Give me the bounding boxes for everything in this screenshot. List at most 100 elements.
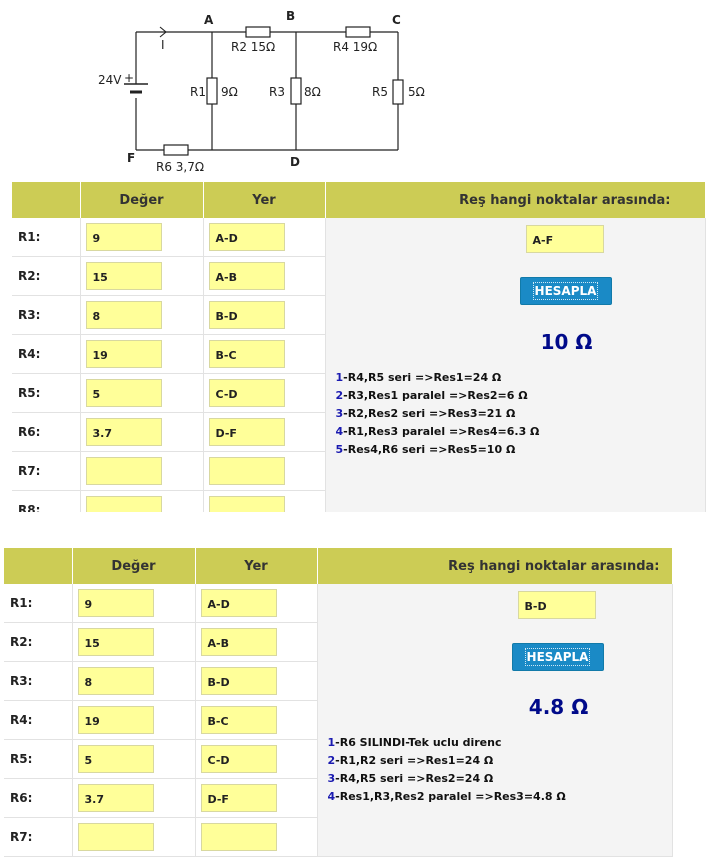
table-row: R3: 8 B-D xyxy=(12,295,705,335)
table-row: R3: 8 B-D xyxy=(4,661,672,701)
table-row: R5: 5 C-D xyxy=(4,739,672,779)
place-input[interactable]: A-B xyxy=(200,628,277,656)
value-input[interactable]: 15 xyxy=(77,628,154,656)
table-row: R8: xyxy=(12,490,705,512)
place-input[interactable]: C-D xyxy=(208,379,285,407)
step-item: 1-R4,R5 seri =>Res1=24 Ω xyxy=(335,371,502,384)
value-input[interactable]: 8 xyxy=(85,301,162,329)
place-input[interactable]: A-D xyxy=(200,589,277,617)
place-input[interactable]: B-C xyxy=(200,706,277,734)
place-input[interactable]: D-F xyxy=(200,784,277,812)
hesapla-button[interactable]: HESAPLA xyxy=(511,643,604,671)
place-input[interactable]: B-D xyxy=(200,667,277,695)
resistor-name: R3: xyxy=(12,295,81,335)
resistor-name: R4: xyxy=(12,334,81,374)
step-item: 3-R4,R5 seri =>Res2=24 Ω xyxy=(327,772,494,785)
resistor-name: R2: xyxy=(4,622,73,662)
steps-list: 1-R6 SILINDI-Tek uclu direnc 2-R1,R2 ser… xyxy=(328,734,566,806)
value-input[interactable]: 9 xyxy=(85,223,162,251)
value-input[interactable] xyxy=(85,457,162,485)
resistor-name: R5: xyxy=(12,373,81,413)
step-item: 1-R6 SILINDI-Tek uclu direnc xyxy=(327,736,502,749)
current-label: I xyxy=(161,38,165,52)
name-header xyxy=(4,548,73,584)
resistor-name: R1: xyxy=(12,218,81,257)
value-input[interactable] xyxy=(85,496,162,512)
table-row: R1: 9 A-D B-D HESAPLA 4.8 Ω 1-R6 SILINDI… xyxy=(4,584,673,857)
r6-label: R6 3,7Ω xyxy=(156,160,204,174)
node-c: C xyxy=(392,13,401,27)
resistor-name: R7: xyxy=(12,451,81,491)
resistor-r6 xyxy=(163,144,189,156)
value-input[interactable]: 5 xyxy=(85,379,162,407)
place-header: Yer xyxy=(195,548,318,584)
table-row: R7: xyxy=(4,817,672,857)
table-row: R7: xyxy=(12,451,705,491)
table-row: R4: 19 B-C xyxy=(12,334,705,374)
place-input[interactable]: B-C xyxy=(208,340,285,368)
resistor-name: R7: xyxy=(4,817,73,857)
r4-label: R4 19Ω xyxy=(333,40,377,54)
points-header: Reş hangi noktalar arasında: xyxy=(317,548,673,584)
value-input[interactable]: 8 xyxy=(77,667,154,695)
resistor-r1 xyxy=(206,77,218,105)
node-b: B xyxy=(286,9,295,23)
node-f: F xyxy=(127,151,135,165)
calculator-panel-2: Değer Yer Reş hangi noktalar arasında: R… xyxy=(4,548,708,868)
step-item: 4-Res1,R3,Res2 paralel =>Res3=4.8 Ω xyxy=(327,790,566,803)
table-row: R5: 5 C-D xyxy=(12,373,705,413)
place-input[interactable]: D-F xyxy=(208,418,285,446)
r5-value: 5Ω xyxy=(408,85,425,99)
value-input[interactable]: 15 xyxy=(85,262,162,290)
resistor-table-1: Değer Yer Reş hangi noktalar arasında: R… xyxy=(12,182,706,512)
value-header: Değer xyxy=(80,182,204,218)
resistor-r5 xyxy=(392,79,404,105)
resistor-name: R8: xyxy=(12,490,81,512)
place-input[interactable]: B-D xyxy=(208,301,285,329)
hesapla-button[interactable]: HESAPLA xyxy=(519,277,612,305)
resistor-r3 xyxy=(290,77,302,105)
value-input[interactable]: 3.7 xyxy=(77,784,154,812)
result-value: 4.8 Ω xyxy=(528,695,589,719)
value-input[interactable]: 5 xyxy=(77,745,154,773)
value-input[interactable]: 9 xyxy=(77,589,154,617)
place-input[interactable]: A-B xyxy=(208,262,285,290)
resistor-name: R2: xyxy=(12,256,81,296)
battery-symbol xyxy=(124,83,148,94)
table-row: R4: 19 B-C xyxy=(4,700,672,740)
place-input[interactable] xyxy=(200,823,277,851)
source-label: 24V xyxy=(98,73,122,87)
place-input[interactable] xyxy=(208,457,285,485)
table-row: R2: 15 A-B xyxy=(4,622,672,662)
value-input[interactable]: 3.7 xyxy=(85,418,162,446)
result-value: 10 Ω xyxy=(540,330,593,354)
r1-name: R1 xyxy=(190,85,206,99)
r1-value: 9Ω xyxy=(221,85,238,99)
steps-list: 1-R4,R5 seri =>Res1=24 Ω 2-R3,Res1 paral… xyxy=(336,369,540,459)
hesapla-label: HESAPLA xyxy=(532,282,599,300)
points-header: Reş hangi noktalar arasında: xyxy=(325,182,706,218)
points-input[interactable]: B-D xyxy=(517,591,596,619)
table-row: R6: 3.7 D-F xyxy=(4,778,672,818)
resistor-table-2: Değer Yer Reş hangi noktalar arasında: R… xyxy=(4,548,673,857)
place-input[interactable]: A-D xyxy=(208,223,285,251)
hesapla-label: HESAPLA xyxy=(524,648,591,666)
points-input[interactable]: A-F xyxy=(525,225,604,253)
step-item: 3-R2,Res2 seri =>Res3=21 Ω xyxy=(335,407,516,420)
place-input[interactable] xyxy=(208,496,285,512)
result-area: B-D HESAPLA 4.8 Ω 1-R6 SILINDI-Tek uclu … xyxy=(317,584,673,857)
value-input[interactable]: 19 xyxy=(85,340,162,368)
node-d: D xyxy=(290,155,300,169)
value-input[interactable] xyxy=(77,823,154,851)
resistor-name: R3: xyxy=(4,661,73,701)
name-header xyxy=(12,182,81,218)
step-item: 2-R3,Res1 paralel =>Res2=6 Ω xyxy=(335,389,528,402)
resistor-r4 xyxy=(345,26,371,38)
r5-name: R5 xyxy=(372,85,388,99)
resistor-name: R4: xyxy=(4,700,73,740)
place-input[interactable]: C-D xyxy=(200,745,277,773)
value-input[interactable]: 19 xyxy=(77,706,154,734)
r3-value: 8Ω xyxy=(304,85,321,99)
result-area: A-F HESAPLA 10 Ω 1-R4,R5 seri =>Res1=24 … xyxy=(325,218,706,512)
step-item: 4-R1,Res3 paralel =>Res4=6.3 Ω xyxy=(335,425,540,438)
